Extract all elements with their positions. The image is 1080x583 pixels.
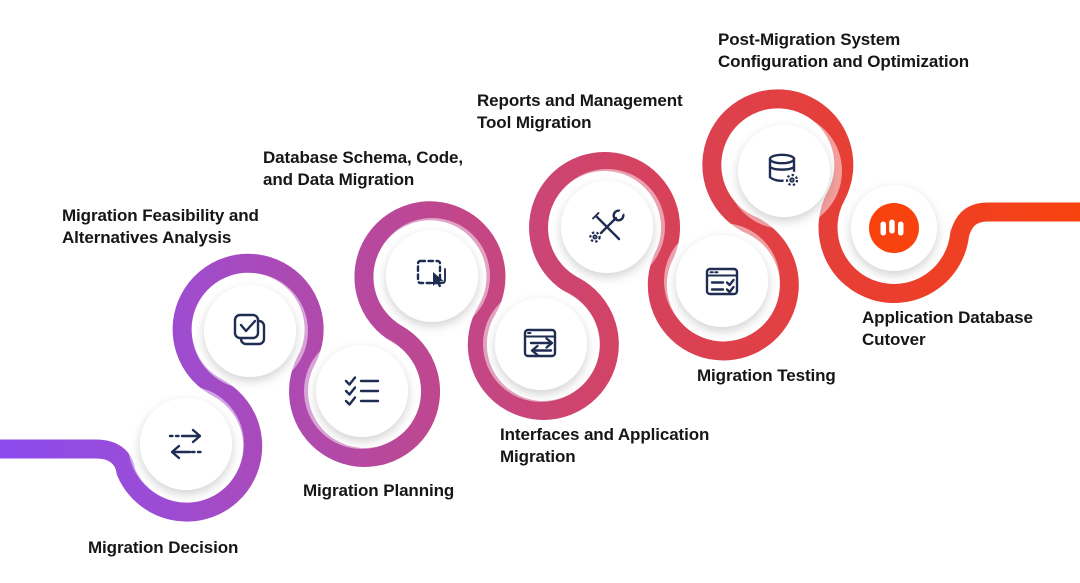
step-node [726, 113, 842, 229]
label-interfaces-application: Interfaces and Application Migration [500, 425, 710, 466]
label-post-migration-config: Post-Migration System Configuration and … [718, 30, 970, 71]
window-checklist-icon [705, 267, 739, 296]
node-circle [738, 125, 830, 217]
crossed-tools-icon [589, 207, 627, 243]
step-node [304, 333, 420, 449]
step-node [549, 169, 665, 285]
edb-logo-icon [869, 203, 919, 253]
node-circle [386, 230, 478, 322]
label-application-cutover: Application Database Cutover [862, 308, 1033, 349]
step-node [128, 386, 244, 502]
window-transfer-arrows-icon [523, 328, 557, 358]
label-migration-planning: Migration Planning [303, 481, 455, 500]
label-database-schema: Database Schema, Code, and Data Migratio… [263, 148, 463, 189]
node-circle [676, 235, 768, 327]
step-node [840, 174, 948, 282]
node-circle [140, 398, 232, 490]
checked-documents-icon [233, 313, 266, 346]
journey-path [0, 89, 1080, 522]
step-node [192, 273, 308, 389]
checklist-icon [344, 376, 380, 406]
step-node [664, 223, 780, 339]
database-gear-icon [768, 153, 801, 189]
opposing-arrows-icon [168, 428, 204, 460]
step-node [374, 218, 490, 334]
label-migration-decision: Migration Decision [88, 538, 239, 557]
label-reports-management: Reports and Management Tool Migration [477, 91, 683, 132]
selection-cursor-icon [416, 259, 446, 288]
label-migration-testing: Migration Testing [697, 366, 836, 385]
label-migration-feasibility: Migration Feasibility and Alternatives A… [62, 206, 259, 247]
step-node [483, 286, 599, 402]
